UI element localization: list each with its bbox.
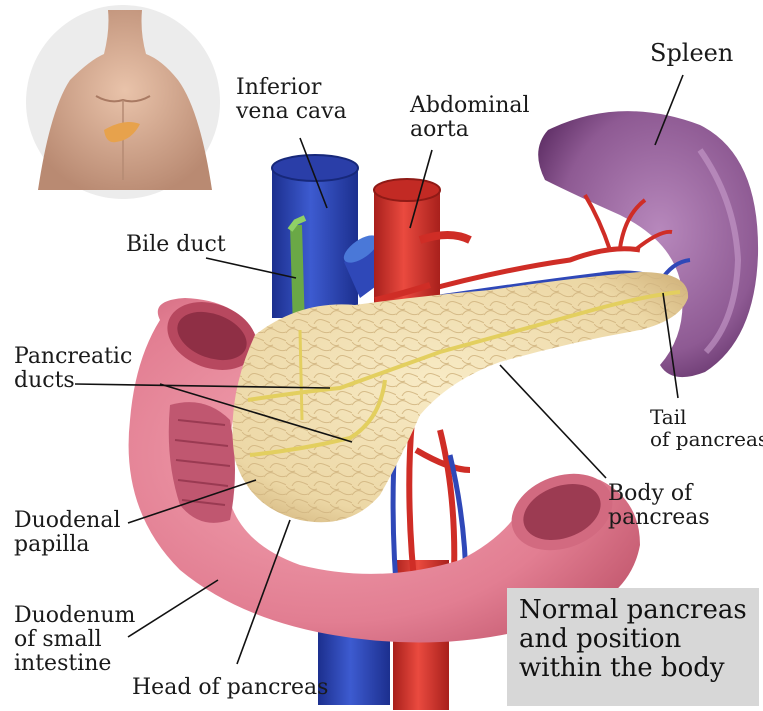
label-bile-duct: Bile duct (126, 233, 226, 257)
label-body-of-pancreas: Body of pancreas (608, 482, 710, 530)
label-tail-of-pancreas: Tail of pancreas (650, 406, 763, 450)
torso-inset (26, 5, 220, 199)
label-duodenum: Duodenum of small intestine (14, 604, 135, 677)
leader-body (500, 365, 606, 478)
label-pancreatic-ducts: Pancreatic ducts (14, 345, 132, 393)
label-head-of-pancreas: Head of pancreas (132, 676, 328, 700)
leader-duodenum (128, 580, 218, 637)
title-text: Normal pancreas and position within the … (519, 596, 747, 683)
title-box: Normal pancreas and position within the … (507, 588, 759, 706)
label-spleen: Spleen (650, 40, 733, 66)
label-inferior-vena-cava: Inferior vena cava (236, 76, 347, 124)
label-abdominal-aorta: Abdominal aorta (410, 94, 530, 142)
label-duodenal-papilla: Duodenal papilla (14, 509, 120, 557)
